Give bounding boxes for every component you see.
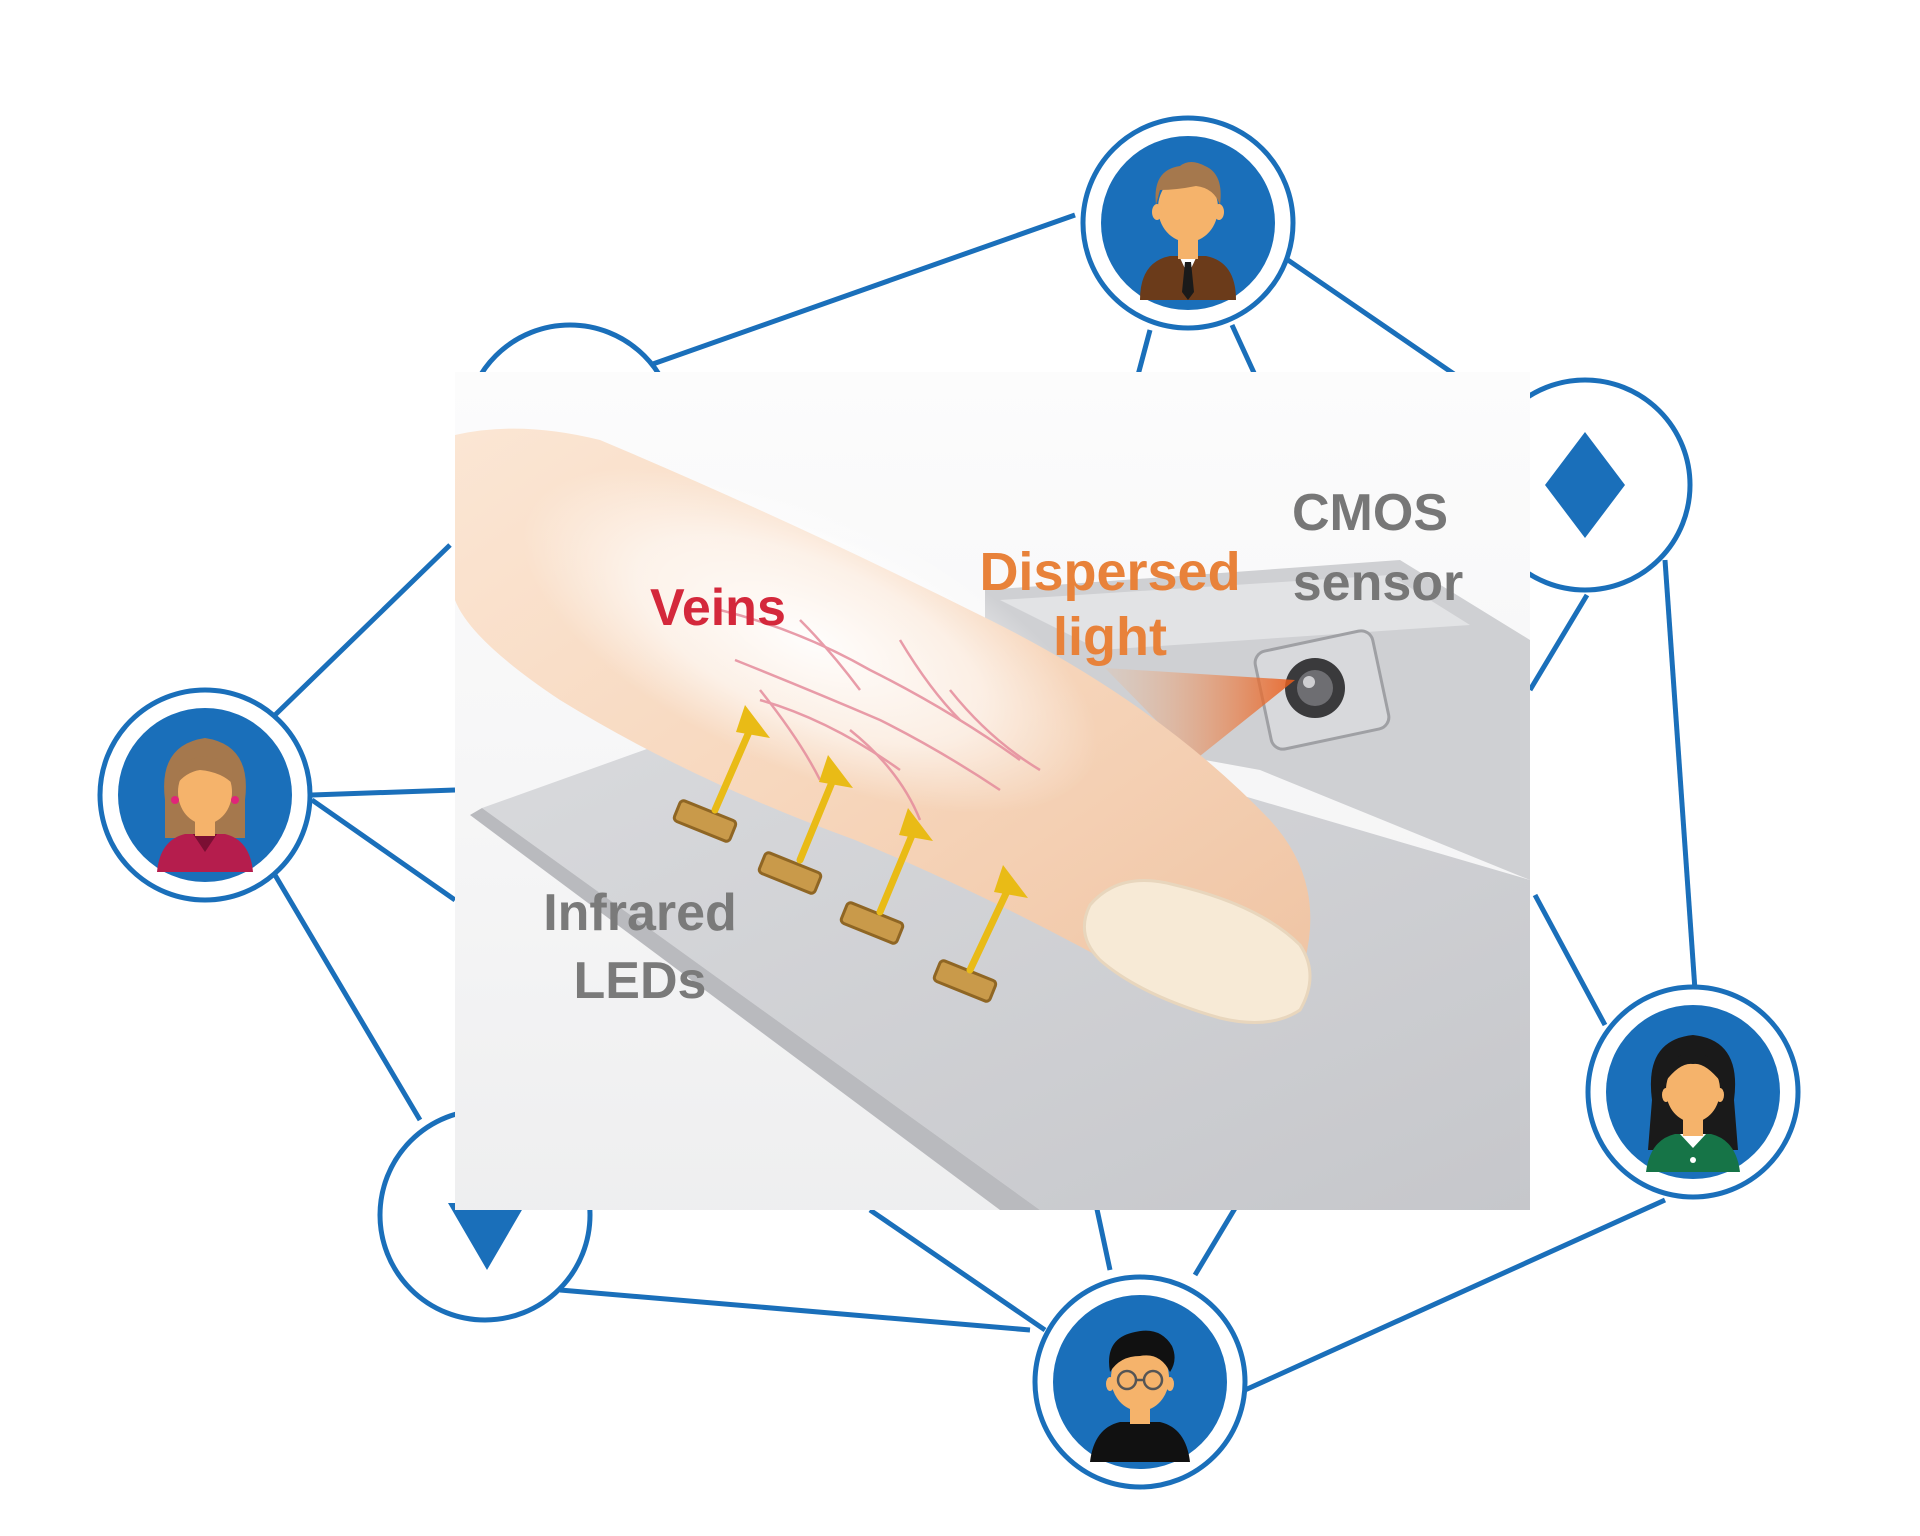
cmos-sensor-label-line2: sensor <box>1293 554 1464 612</box>
person-man-glasses-icon <box>1090 1330 1190 1462</box>
triangle-down-icon <box>448 1203 526 1270</box>
finger-vein-illustration: Veins Dispersed light CMOS sensor Infrar… <box>455 372 1530 1210</box>
infrared-led <box>839 901 905 945</box>
infrared-leds <box>672 799 998 1003</box>
finger <box>455 428 1312 1024</box>
person-woman-icon <box>157 738 253 872</box>
network-lines <box>272 212 1698 1393</box>
infrared-led <box>672 799 738 843</box>
infrared-arrows <box>711 705 1028 974</box>
dispersed-light-beam <box>1105 668 1295 760</box>
cmos-sensor-label-line1: CMOS <box>1292 484 1448 542</box>
veins-label: Veins <box>650 579 786 637</box>
diamond-icon <box>1545 432 1625 538</box>
infrared-arrow <box>711 705 770 814</box>
infrared-arrow <box>966 865 1028 974</box>
avatar-node-left <box>97 687 313 903</box>
avatar-node-bottom <box>1032 1274 1248 1490</box>
avatar-node-right <box>1585 984 1801 1200</box>
infrared-leds-label-line1: Infrared <box>543 884 737 942</box>
avatar-node-top <box>1080 115 1296 331</box>
infrared-arrow <box>876 808 933 916</box>
person-man-suit-icon <box>1140 162 1236 300</box>
dispersed-light-label-line2: light <box>1053 607 1167 667</box>
cmos-sensor-device <box>1253 629 1391 751</box>
dispersed-light-label-line1: Dispersed <box>979 542 1240 602</box>
infrared-arrow <box>796 755 853 864</box>
person-woman-black-hair-icon <box>1646 1035 1740 1172</box>
infrared-led <box>757 851 823 895</box>
node-upper-right <box>1477 377 1693 593</box>
vein-lines <box>719 608 1041 821</box>
infrared-leds-label-line2: LEDs <box>574 952 707 1010</box>
fingernail <box>1082 879 1312 1024</box>
